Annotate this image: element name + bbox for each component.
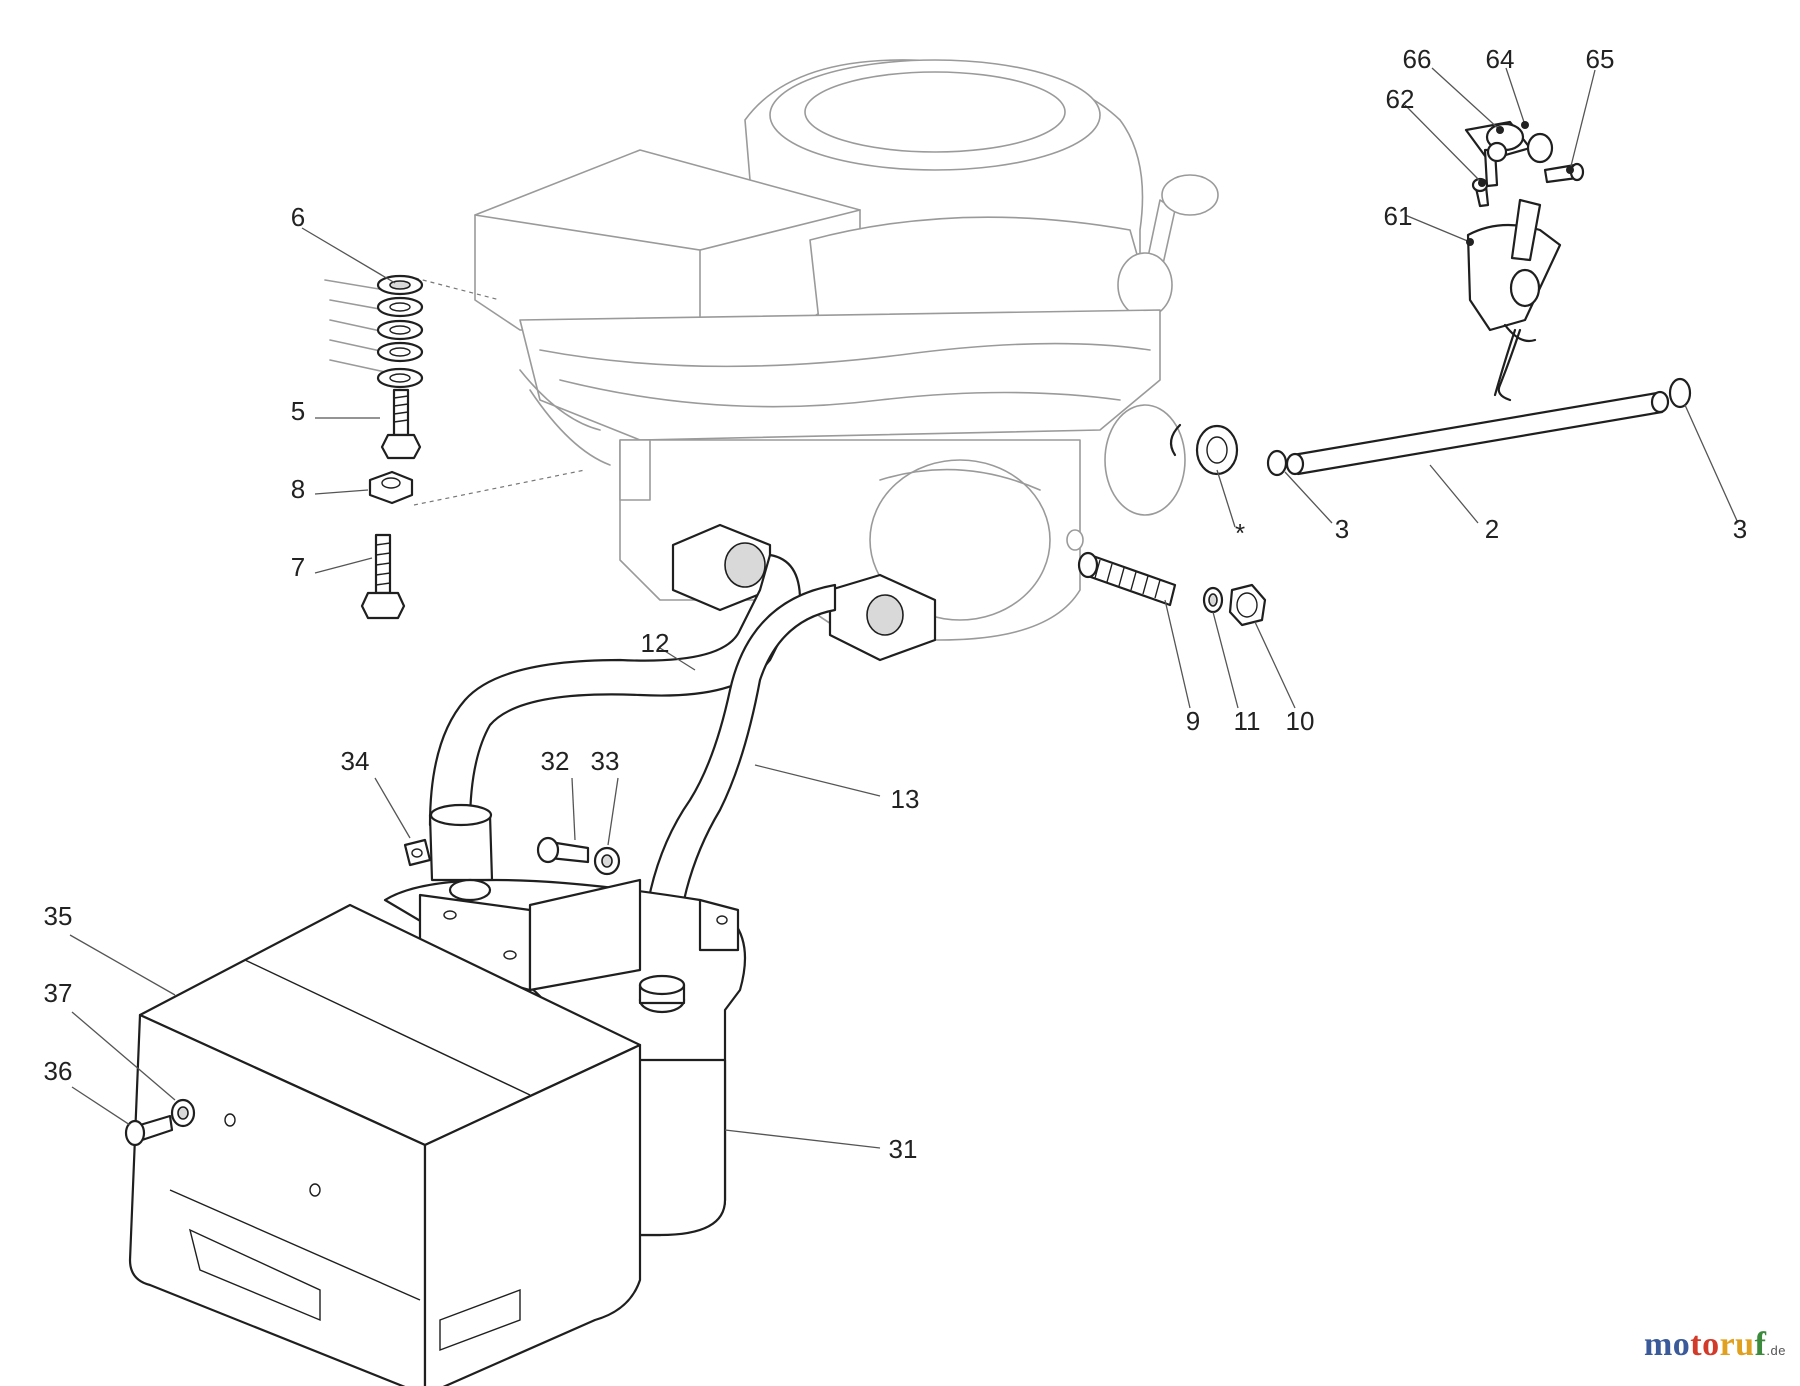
callout-7: 7 (291, 552, 305, 582)
callout-36: 36 (44, 1056, 73, 1086)
engine-outline (474, 59, 1219, 641)
callout-11: 11 (1234, 706, 1261, 736)
callout-61: 61 (1384, 201, 1413, 231)
callout-66: 66 (1403, 44, 1432, 74)
watermark-part-4: f (1754, 1326, 1767, 1363)
callout-35: 35 (44, 901, 73, 931)
throttle-bracket-assembly (1464, 120, 1585, 402)
heat-shield (128, 903, 642, 1386)
callout-2: 2 (1485, 514, 1499, 544)
callout-31: 31 (889, 1134, 918, 1164)
callout-6: 6 (291, 202, 305, 232)
watermark-part-1: mo (1643, 1326, 1691, 1363)
watermark-tld: .de (1766, 1343, 1786, 1358)
callout-10: 10 (1286, 706, 1315, 736)
callout-8: 8 (291, 474, 305, 504)
callout-12: 12 (641, 628, 670, 658)
callout-labels: 66 64 65 62 61 6 5 8 7 * 3 2 3 12 9 11 1… (44, 44, 1748, 1164)
callout-5: 5 (291, 396, 305, 426)
callout-3-left: 3 (1335, 514, 1349, 544)
bolt-stack (324, 274, 586, 620)
callout-37: 37 (44, 978, 73, 1008)
callout-33: 33 (591, 746, 620, 776)
watermark-part-3: ru (1719, 1326, 1755, 1363)
fitting-assembly (1077, 551, 1267, 627)
watermark-logo: motoruf.de (1644, 1326, 1786, 1364)
callout-3-right: 3 (1733, 514, 1747, 544)
callout-13: 13 (891, 784, 920, 814)
callout-62: 62 (1386, 84, 1415, 114)
callout-64: 64 (1486, 44, 1515, 74)
callout-65: 65 (1586, 44, 1615, 74)
fuel-line-assembly (1169, 377, 1692, 477)
callout-32: 32 (541, 746, 570, 776)
callout-asterisk: * (1235, 518, 1245, 548)
watermark-part-2: to (1690, 1326, 1720, 1363)
callout-34: 34 (341, 746, 370, 776)
muffler-hardware (403, 836, 621, 876)
heat-shield-hardware (124, 1098, 196, 1147)
leader-lines (69, 67, 1739, 1149)
callout-9: 9 (1186, 706, 1200, 736)
